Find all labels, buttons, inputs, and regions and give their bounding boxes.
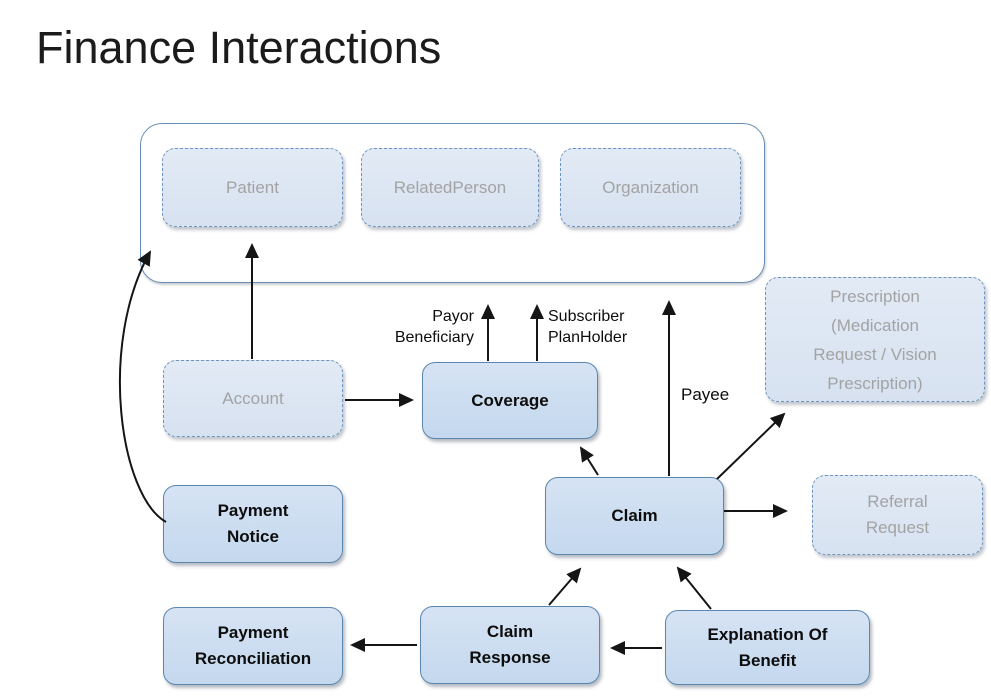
node-payment-reconciliation: Payment Reconciliation [163,607,343,685]
page-title: Finance Interactions [36,22,442,73]
node-patient: Patient [162,148,343,227]
node-coverage: Coverage [422,362,598,439]
node-explanation-of-benefit: Explanation Of Benefit [665,610,870,685]
node-related-person: RelatedPerson [361,148,539,227]
node-prescription: Prescription (Medication Request / Visio… [765,277,985,402]
arrow-claim-to-coverage [579,446,599,476]
node-organization: Organization [560,148,741,227]
edge-label-payee: Payee [681,385,730,404]
node-referral-request: Referral Request [812,475,983,555]
arrow-claim-to-prescription [716,412,786,480]
edge-label-subscriber-planholder: Subscriber PlanHolder [548,308,628,346]
node-account: Account [163,360,343,437]
node-claim: Claim [545,477,724,555]
edge-label-payor-beneficiary: Payor Beneficiary [394,308,474,346]
node-claim-response: Claim Response [420,606,600,684]
arrow-claim-response-to-claim [548,567,582,606]
arrow-payment-notice-to-group [118,250,167,523]
node-payment-notice: Payment Notice [163,485,343,563]
arrow-eob-to-claim [676,566,712,610]
